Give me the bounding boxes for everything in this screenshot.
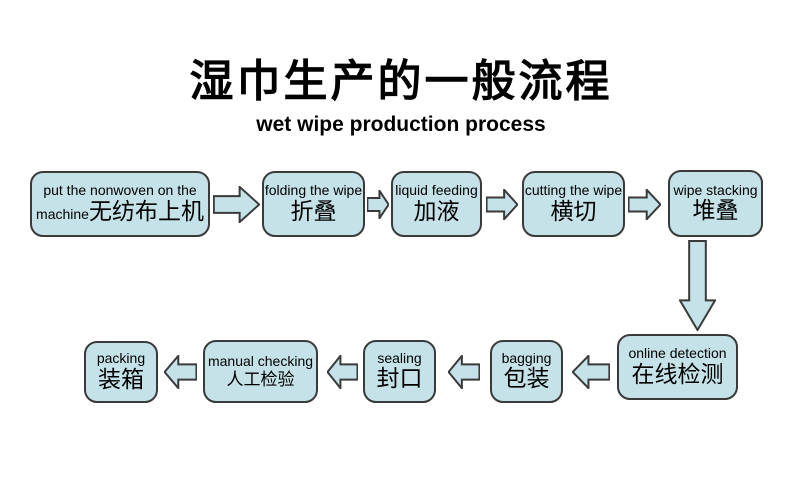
right-arrow-icon-nonwoven-to-folding <box>213 186 260 223</box>
left-arrow-icon-detection-to-bagging <box>572 355 610 389</box>
node-label-zh: 折叠 <box>290 198 337 224</box>
flow-node-cutting-the-wipe: cutting the wipe 横切 <box>522 171 625 237</box>
node-label-en: liquid feeding <box>395 182 478 199</box>
page-subtitle: wet wipe production process <box>256 113 546 136</box>
node-label-en: online detection <box>628 345 727 362</box>
node-label-en: folding the wipe <box>264 182 363 199</box>
flow-node-bagging: bagging 包装 <box>490 340 563 403</box>
flow-node-online-detection: online detection 在线检测 <box>617 334 738 400</box>
down-arrow-icon-stacking-to-detection <box>679 240 716 331</box>
page-title: 湿巾生产的一般流程 <box>189 57 613 106</box>
flow-node-liquid-feeding: liquid feeding 加液 <box>391 171 482 237</box>
flow-node-manual-checking: manual checking 人工检验 <box>203 340 318 403</box>
node-label-zh: 横切 <box>550 198 597 224</box>
node-label-en: bagging <box>501 349 552 366</box>
node-label-zh: 在线检测 <box>631 361 724 387</box>
node-label-zh: 无纺布上机 <box>88 198 204 224</box>
right-arrow-icon-folding-to-liquid <box>367 190 389 219</box>
node-label-zh: 封口 <box>376 366 423 392</box>
right-arrow-icon-cutting-to-stacking <box>628 189 661 220</box>
flow-node-wipe-stacking: wipe stacking 堆叠 <box>668 170 763 237</box>
flow-node-folding-the-wipe: folding the wipe 折叠 <box>262 171 365 237</box>
left-arrow-icon-bagging-to-sealing <box>448 355 480 389</box>
flow-node-packing: packing 装箱 <box>84 341 158 403</box>
node-label-zh: 人工检验 <box>226 369 295 389</box>
left-arrow-icon-checking-to-packing <box>164 355 197 389</box>
node-label-en: packing <box>96 350 146 367</box>
node-label-en: wipe stacking <box>673 181 758 198</box>
node-label-zh: 装箱 <box>98 366 144 392</box>
node-label-en: machine <box>36 205 89 222</box>
right-arrow-icon-liquid-to-cutting <box>486 189 518 220</box>
node-label-zh: 加液 <box>413 198 460 224</box>
node-label-en: put the nonwoven on the <box>43 182 197 199</box>
node-label-zh: 包装 <box>503 366 550 392</box>
node-label-en: manual checking <box>207 353 314 370</box>
left-arrow-icon-sealing-to-checking <box>327 355 358 389</box>
node-label-en: sealing <box>377 349 422 366</box>
flow-node-sealing: sealing 封口 <box>363 340 436 403</box>
node-label-zh: 堆叠 <box>692 198 739 224</box>
node-label-en: cutting the wipe <box>524 182 623 199</box>
